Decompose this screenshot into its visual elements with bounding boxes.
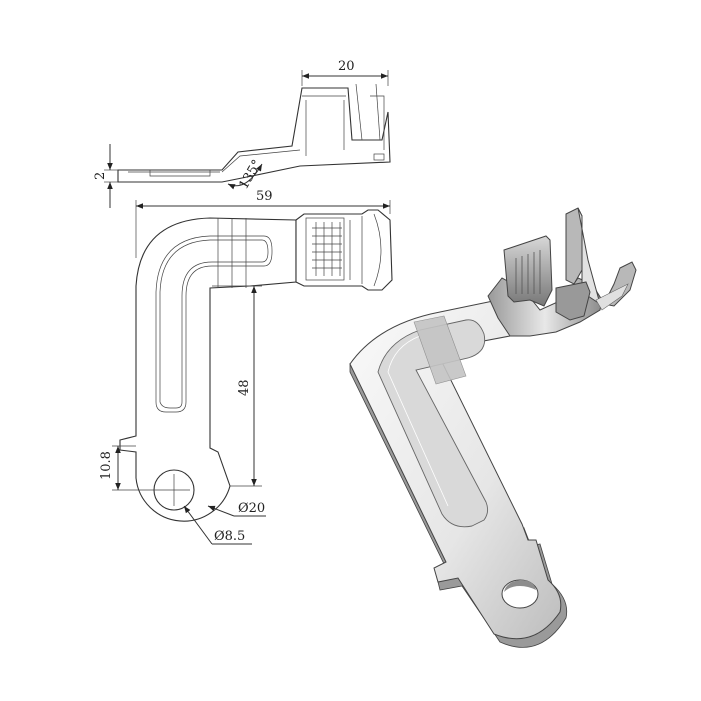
side-view: 20 2 135° [93, 59, 391, 208]
dim-thickness: 2 [93, 172, 108, 180]
dim-ring-outer: Ø20 [238, 501, 265, 516]
isometric-view [349, 207, 637, 648]
dim-leg-length: 48 [237, 379, 252, 396]
dim-width-top: 20 [338, 59, 355, 74]
dim-ring-offset: 10.8 [99, 451, 114, 480]
dim-overall-length: 59 [256, 189, 273, 204]
dim-hole: Ø8.5 [214, 529, 245, 544]
plan-view: 59 48 [99, 189, 393, 545]
